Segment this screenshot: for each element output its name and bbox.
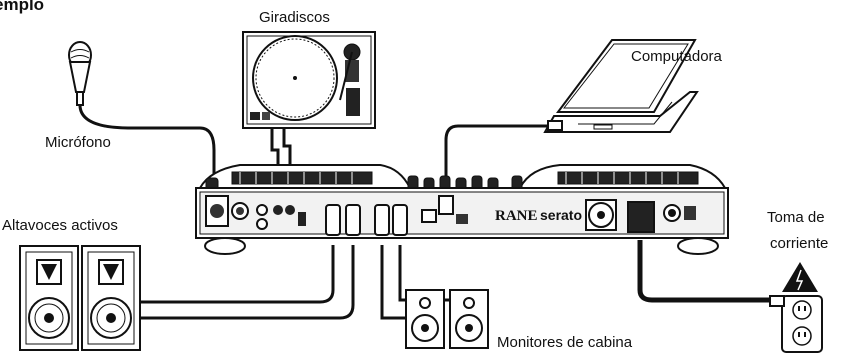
active-speakers-label: Altavoces activos xyxy=(2,217,118,234)
brand-serato: serato xyxy=(540,207,582,223)
high-voltage-warning-icon xyxy=(782,262,818,292)
booth-monitor-right xyxy=(449,289,489,349)
power-outlet xyxy=(769,262,823,353)
computer-label: Computadora xyxy=(631,48,722,65)
dj-controller xyxy=(195,164,729,255)
microphone-label: Micrófono xyxy=(45,134,111,151)
outlet-label-line1: Toma de xyxy=(767,209,825,226)
speaker-cable-2 xyxy=(128,245,355,320)
right-platter xyxy=(557,171,699,185)
turntable xyxy=(242,31,376,129)
booth-monitors-label: Monitores de cabina xyxy=(497,334,633,351)
section-title: emplo xyxy=(0,0,45,14)
turntable-label: Giradiscos xyxy=(259,9,330,26)
microphone xyxy=(68,41,92,106)
power-cable xyxy=(637,240,775,303)
left-platter xyxy=(231,171,373,185)
active-speaker-right xyxy=(81,245,141,351)
output-plugs xyxy=(325,204,408,236)
monitor-cable-1 xyxy=(380,245,412,320)
booth-monitor-left xyxy=(405,289,445,349)
speaker-cable-1 xyxy=(128,245,335,304)
computer-usb-cable xyxy=(444,124,555,195)
fan-vent xyxy=(585,199,617,231)
brand-rane: RANE xyxy=(495,208,538,224)
outlet-label-line2: corriente xyxy=(770,235,829,252)
microphone-cable xyxy=(78,104,216,200)
laptop xyxy=(543,39,699,133)
active-speaker-left xyxy=(19,245,79,351)
